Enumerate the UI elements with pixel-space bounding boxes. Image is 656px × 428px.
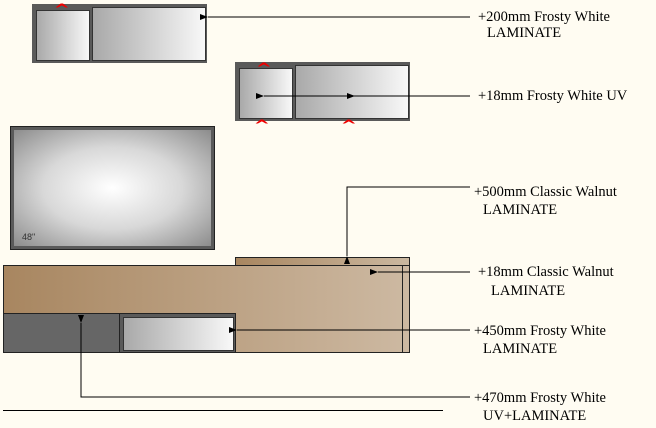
cabinet-door: [92, 7, 206, 61]
cabinet-door: [36, 10, 90, 61]
cabinet-door: [239, 68, 293, 119]
upper-cabinet-2: [235, 62, 410, 121]
tv-size-label: 48": [22, 232, 36, 242]
open-direction-marker-icon: ^: [253, 118, 271, 134]
dark-drawer: [3, 313, 120, 353]
cabinet-door: [295, 65, 409, 119]
floor-line: [3, 410, 443, 411]
glass-drawer: [119, 313, 236, 353]
open-direction-marker-icon: ^: [340, 118, 358, 134]
upper-cabinet-1: [32, 4, 207, 63]
callout-label: +18mm Frosty White UV: [478, 88, 628, 104]
open-direction-marker-icon: ^: [255, 61, 273, 77]
open-direction-marker-icon: ^: [53, 2, 71, 18]
panel-edge-line: [402, 265, 403, 353]
tv-screen: 48": [10, 126, 215, 250]
